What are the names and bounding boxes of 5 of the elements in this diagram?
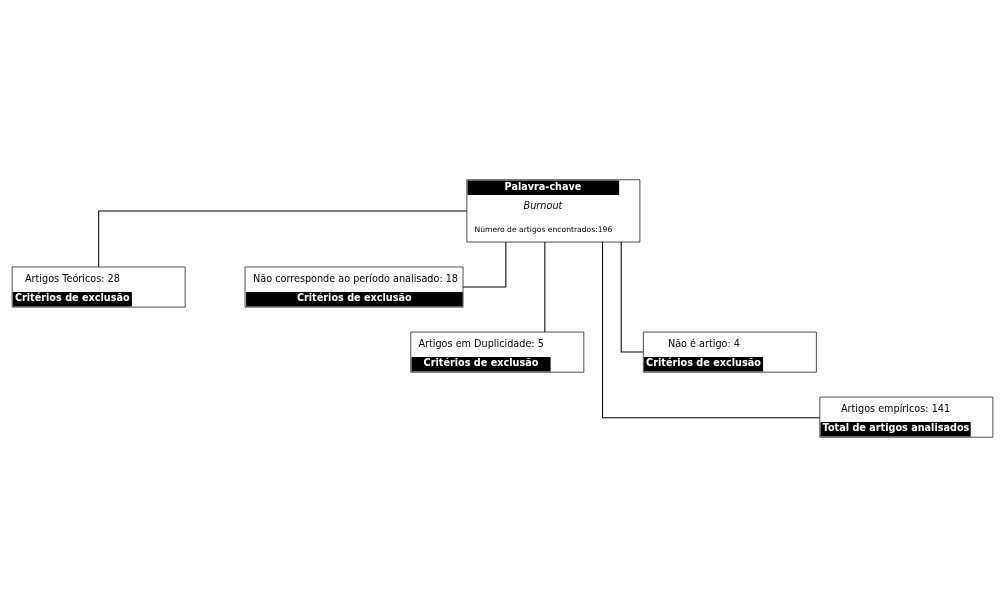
- connector: [98, 209, 468, 267]
- connector: [602, 241, 821, 418]
- connector: [462, 241, 507, 288]
- connector: [544, 241, 546, 332]
- connector: [620, 241, 644, 353]
